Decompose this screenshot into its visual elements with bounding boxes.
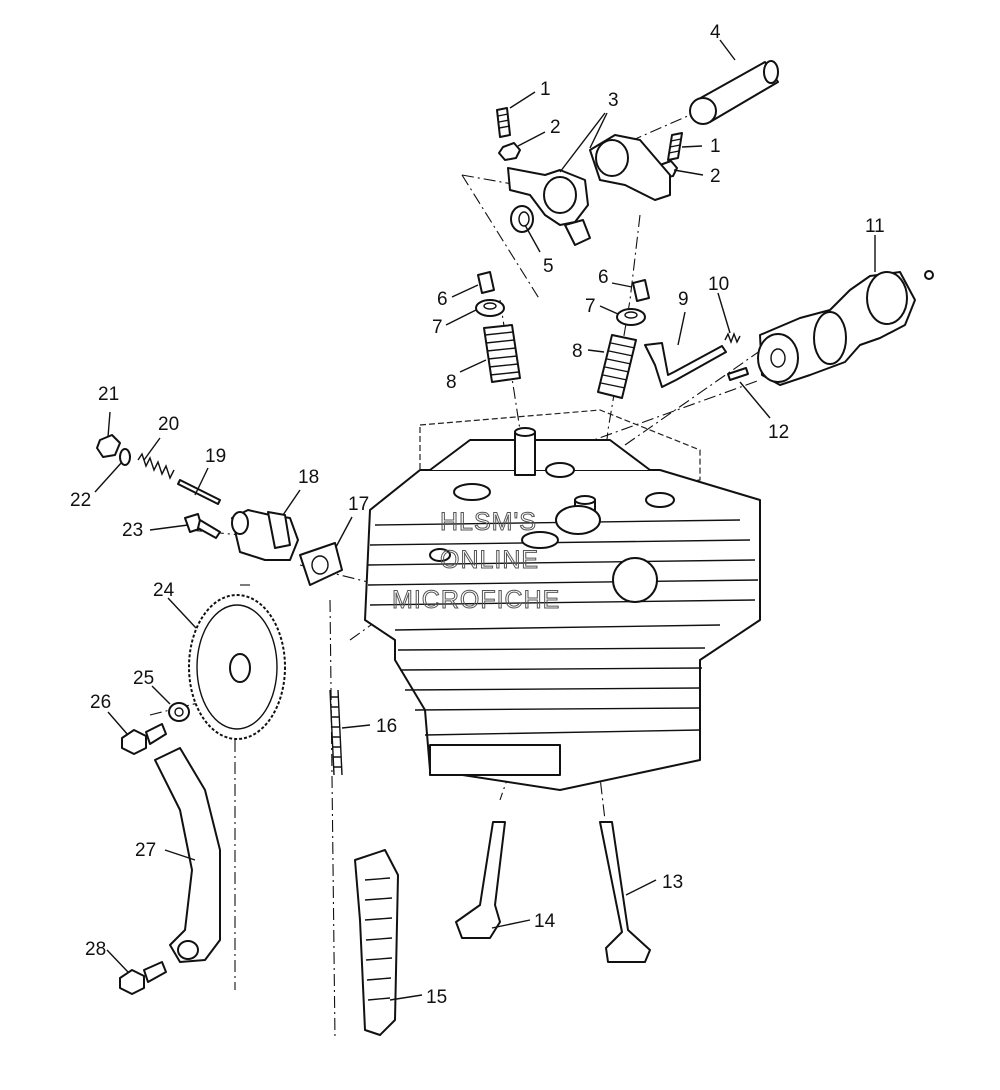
part-21-cap-nut (96, 434, 121, 458)
part-1-adjuster-screw-right (667, 132, 683, 161)
part-7-spring-retainer-right (616, 308, 646, 326)
watermark-line-3: MICROFICHE (392, 586, 560, 614)
part-10-spring (724, 332, 741, 344)
callout-9: 9 (678, 289, 689, 310)
part-4-rocker-shaft (689, 60, 779, 125)
callout-16: 16 (376, 716, 397, 737)
part-25-washer (168, 702, 190, 722)
part-12-pin (727, 367, 749, 381)
part-15-chain-guide (354, 849, 399, 1036)
part-8-valve-spring-left (483, 324, 521, 383)
callout-12: 12 (768, 422, 789, 443)
callout-8a: 8 (446, 372, 457, 393)
callout-6b: 6 (598, 267, 609, 288)
callout-23: 23 (122, 520, 143, 541)
callout-8b: 8 (572, 341, 583, 362)
callout-10: 10 (708, 274, 729, 295)
callout-6a: 6 (437, 289, 448, 310)
part-23-bolt (184, 513, 221, 539)
callout-7a: 7 (432, 317, 443, 338)
callout-28: 28 (85, 939, 106, 960)
watermark-line-1: HLSM'S (440, 508, 537, 536)
part-1-adjuster-screw-left (496, 107, 511, 138)
part-27-tensioner-blade (154, 747, 221, 963)
callout-26: 26 (90, 692, 111, 713)
callout-1a: 1 (540, 79, 551, 100)
part-20-tensioner-spring (137, 452, 175, 480)
callout-14: 14 (534, 911, 556, 932)
callout-1b: 1 (710, 136, 721, 157)
callout-18: 18 (298, 467, 319, 488)
part-6-valve-keeper-right (632, 279, 650, 302)
part-26-sprocket-bolt (121, 723, 167, 755)
callout-15: 15 (426, 987, 447, 1008)
callout-21: 21 (98, 384, 119, 405)
callout-24: 24 (153, 580, 175, 601)
part-16-cam-chain (329, 689, 343, 776)
callout-2a: 2 (550, 117, 561, 138)
callout-4: 4 (710, 22, 721, 43)
part-3-rocker-arm-right (589, 134, 671, 201)
callout-19: 19 (205, 446, 226, 467)
callout-22: 22 (70, 490, 91, 511)
leader-lines (94, 39, 876, 1001)
callout-3: 3 (608, 90, 619, 111)
callout-25: 25 (133, 668, 154, 689)
part-22-o-ring (119, 448, 131, 466)
callout-5: 5 (543, 256, 554, 277)
part-7-spring-retainer-left (475, 299, 505, 317)
part-9-decompression-lever (644, 342, 727, 388)
part-5-washer (510, 205, 534, 233)
callout-labels: 1 1 2 2 3 4 5 6 6 7 7 8 8 9 10 11 12 13 … (70, 22, 885, 1008)
part-13-exhaust-valve (599, 821, 651, 963)
part-3-rocker-arm-left (507, 167, 591, 246)
callout-11: 11 (865, 216, 885, 237)
callout-2b: 2 (710, 166, 721, 187)
callout-27: 27 (135, 840, 156, 861)
cylinder-head (364, 409, 761, 791)
part-8-valve-spring-right (597, 334, 637, 399)
callout-17: 17 (348, 494, 369, 515)
callout-13: 13 (662, 872, 683, 893)
part-19-plunger (177, 479, 221, 505)
part-18-tensioner-body (231, 509, 299, 561)
part-24-cam-sprocket (188, 594, 286, 740)
callout-7b: 7 (585, 296, 596, 317)
part-28-pivot-bolt (119, 961, 167, 995)
watermark: HLSM'S ONLINE MICROFICHE (392, 508, 560, 615)
part-11-camshaft (757, 270, 934, 386)
part-6-valve-keeper-left (477, 271, 495, 294)
part-2-lock-nut-left (498, 142, 521, 161)
part-14-intake-valve (455, 821, 506, 939)
callout-20: 20 (158, 414, 179, 435)
part-17-gasket (299, 542, 343, 586)
watermark-line-2: ONLINE (440, 546, 539, 574)
